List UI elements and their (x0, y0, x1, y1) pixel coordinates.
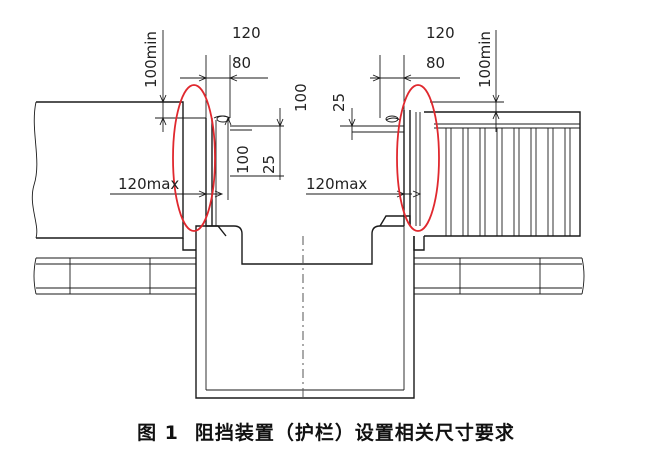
ground-right (414, 257, 585, 295)
dim-right-100min: 100min (476, 31, 494, 88)
center-pit (195, 225, 415, 399)
barrier-dimension-diagram: 100min 120 80 100 25 120max 100 25 120 8… (31, 24, 585, 399)
dim-left-25: 25 (260, 155, 278, 174)
dim-left-100min: 100min (142, 31, 160, 88)
dim-right-120max: 120max (306, 175, 367, 193)
dim-right-25: 25 (330, 93, 348, 112)
dim-left-120max: 120max (118, 175, 179, 193)
dim-right-120: 120 (426, 24, 455, 42)
right-barrier (379, 110, 425, 251)
right-highlight-ellipse (396, 84, 440, 232)
figure-caption: 图 1 阻挡装置（护栏）设置相关尺寸要求 (0, 418, 652, 445)
dim-left-80: 80 (232, 54, 251, 72)
dim-right-80: 80 (426, 54, 445, 72)
figure-title: 阻挡装置（护栏）设置相关尺寸要求 (194, 422, 515, 444)
left-highlight-ellipse (172, 84, 216, 232)
dimension-lines (110, 30, 504, 200)
left-platform (31, 101, 196, 251)
ground-left (33, 257, 196, 295)
figure-number: 图 1 (137, 422, 179, 444)
dim-left-120: 120 (232, 24, 261, 42)
railing-bars (445, 128, 571, 236)
dim-right-100: 100 (292, 83, 310, 112)
right-platform (424, 111, 581, 237)
dim-left-100: 100 (234, 145, 252, 174)
